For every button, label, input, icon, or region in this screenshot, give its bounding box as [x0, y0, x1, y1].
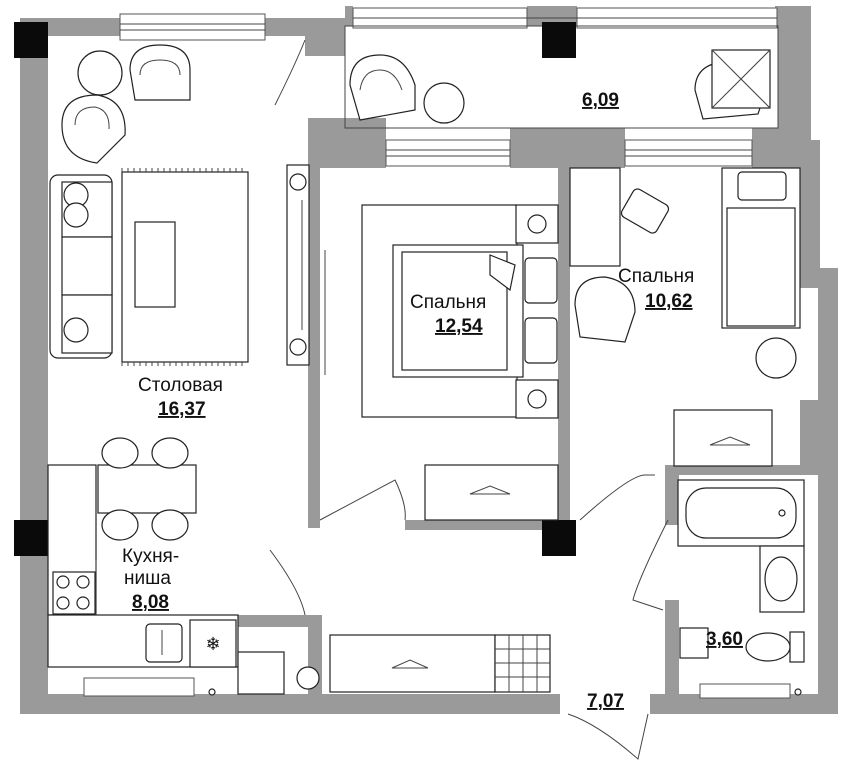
round-table-icon — [755, 337, 797, 379]
bathroom-furniture — [632, 479, 805, 696]
table-icon — [97, 464, 197, 514]
armchair-icon — [574, 276, 636, 343]
balcony-furniture — [349, 49, 771, 124]
sofa-icon — [49, 174, 113, 359]
hall-area: 7,07 — [587, 691, 624, 712]
chair-icon — [101, 437, 189, 541]
hall-furniture — [269, 549, 649, 760]
chair-icon — [620, 188, 670, 234]
washbasin-icon — [759, 545, 805, 613]
bedroom-center-name: Спальня — [410, 292, 486, 313]
bedroom-right-name: Спальня — [618, 266, 694, 287]
wardrobe-icon — [424, 464, 559, 521]
kitchen-room-area: 8,08 — [132, 592, 169, 613]
fridge-icon: ❄ — [189, 619, 237, 668]
dining-room-area: 16,37 — [158, 399, 206, 420]
svg-text:❄: ❄ — [205, 634, 220, 655]
washing-machine-icon — [679, 627, 709, 659]
bedroom-right-area: 10,62 — [645, 291, 693, 312]
kitchen-room-name-1: Кухня- — [122, 546, 179, 567]
walls — [20, 6, 838, 714]
toilet-icon — [745, 631, 805, 663]
bed-icon — [392, 244, 558, 378]
nightstand-icon — [515, 379, 559, 419]
armchair-icon — [129, 44, 191, 101]
wardrobe-icon — [673, 409, 773, 467]
tv-stand-icon — [286, 164, 310, 366]
rug-icon — [121, 168, 249, 366]
desk-icon — [569, 167, 621, 267]
balcony-area: 6,09 — [582, 90, 619, 111]
dining-room-name: Столовая — [138, 375, 223, 396]
plant-icon — [289, 338, 307, 356]
plant-icon — [289, 173, 307, 191]
bathroom-area: 3,60 — [706, 629, 743, 650]
windows — [83, 7, 791, 699]
bed-icon — [721, 167, 801, 329]
bedroom-right-furniture — [569, 167, 801, 521]
armchair-icon — [61, 94, 126, 164]
round-table-icon — [423, 82, 465, 124]
stove-icon — [52, 571, 96, 615]
shoe-rack-icon — [494, 634, 551, 693]
bedroom-center-furniture — [319, 204, 559, 521]
bathtub-icon — [677, 479, 805, 547]
kitchen-room-name-2: ниша — [124, 568, 171, 589]
columns — [14, 22, 576, 556]
wardrobe-icon — [329, 634, 496, 693]
armchair-icon — [349, 54, 416, 121]
round-table-icon — [77, 50, 123, 96]
dining-furniture — [49, 39, 310, 366]
bedroom-center-area: 12,54 — [435, 316, 483, 337]
sink-icon — [145, 623, 183, 663]
boiler-icon — [237, 651, 285, 695]
kitchen-furniture: ❄ — [47, 437, 320, 696]
